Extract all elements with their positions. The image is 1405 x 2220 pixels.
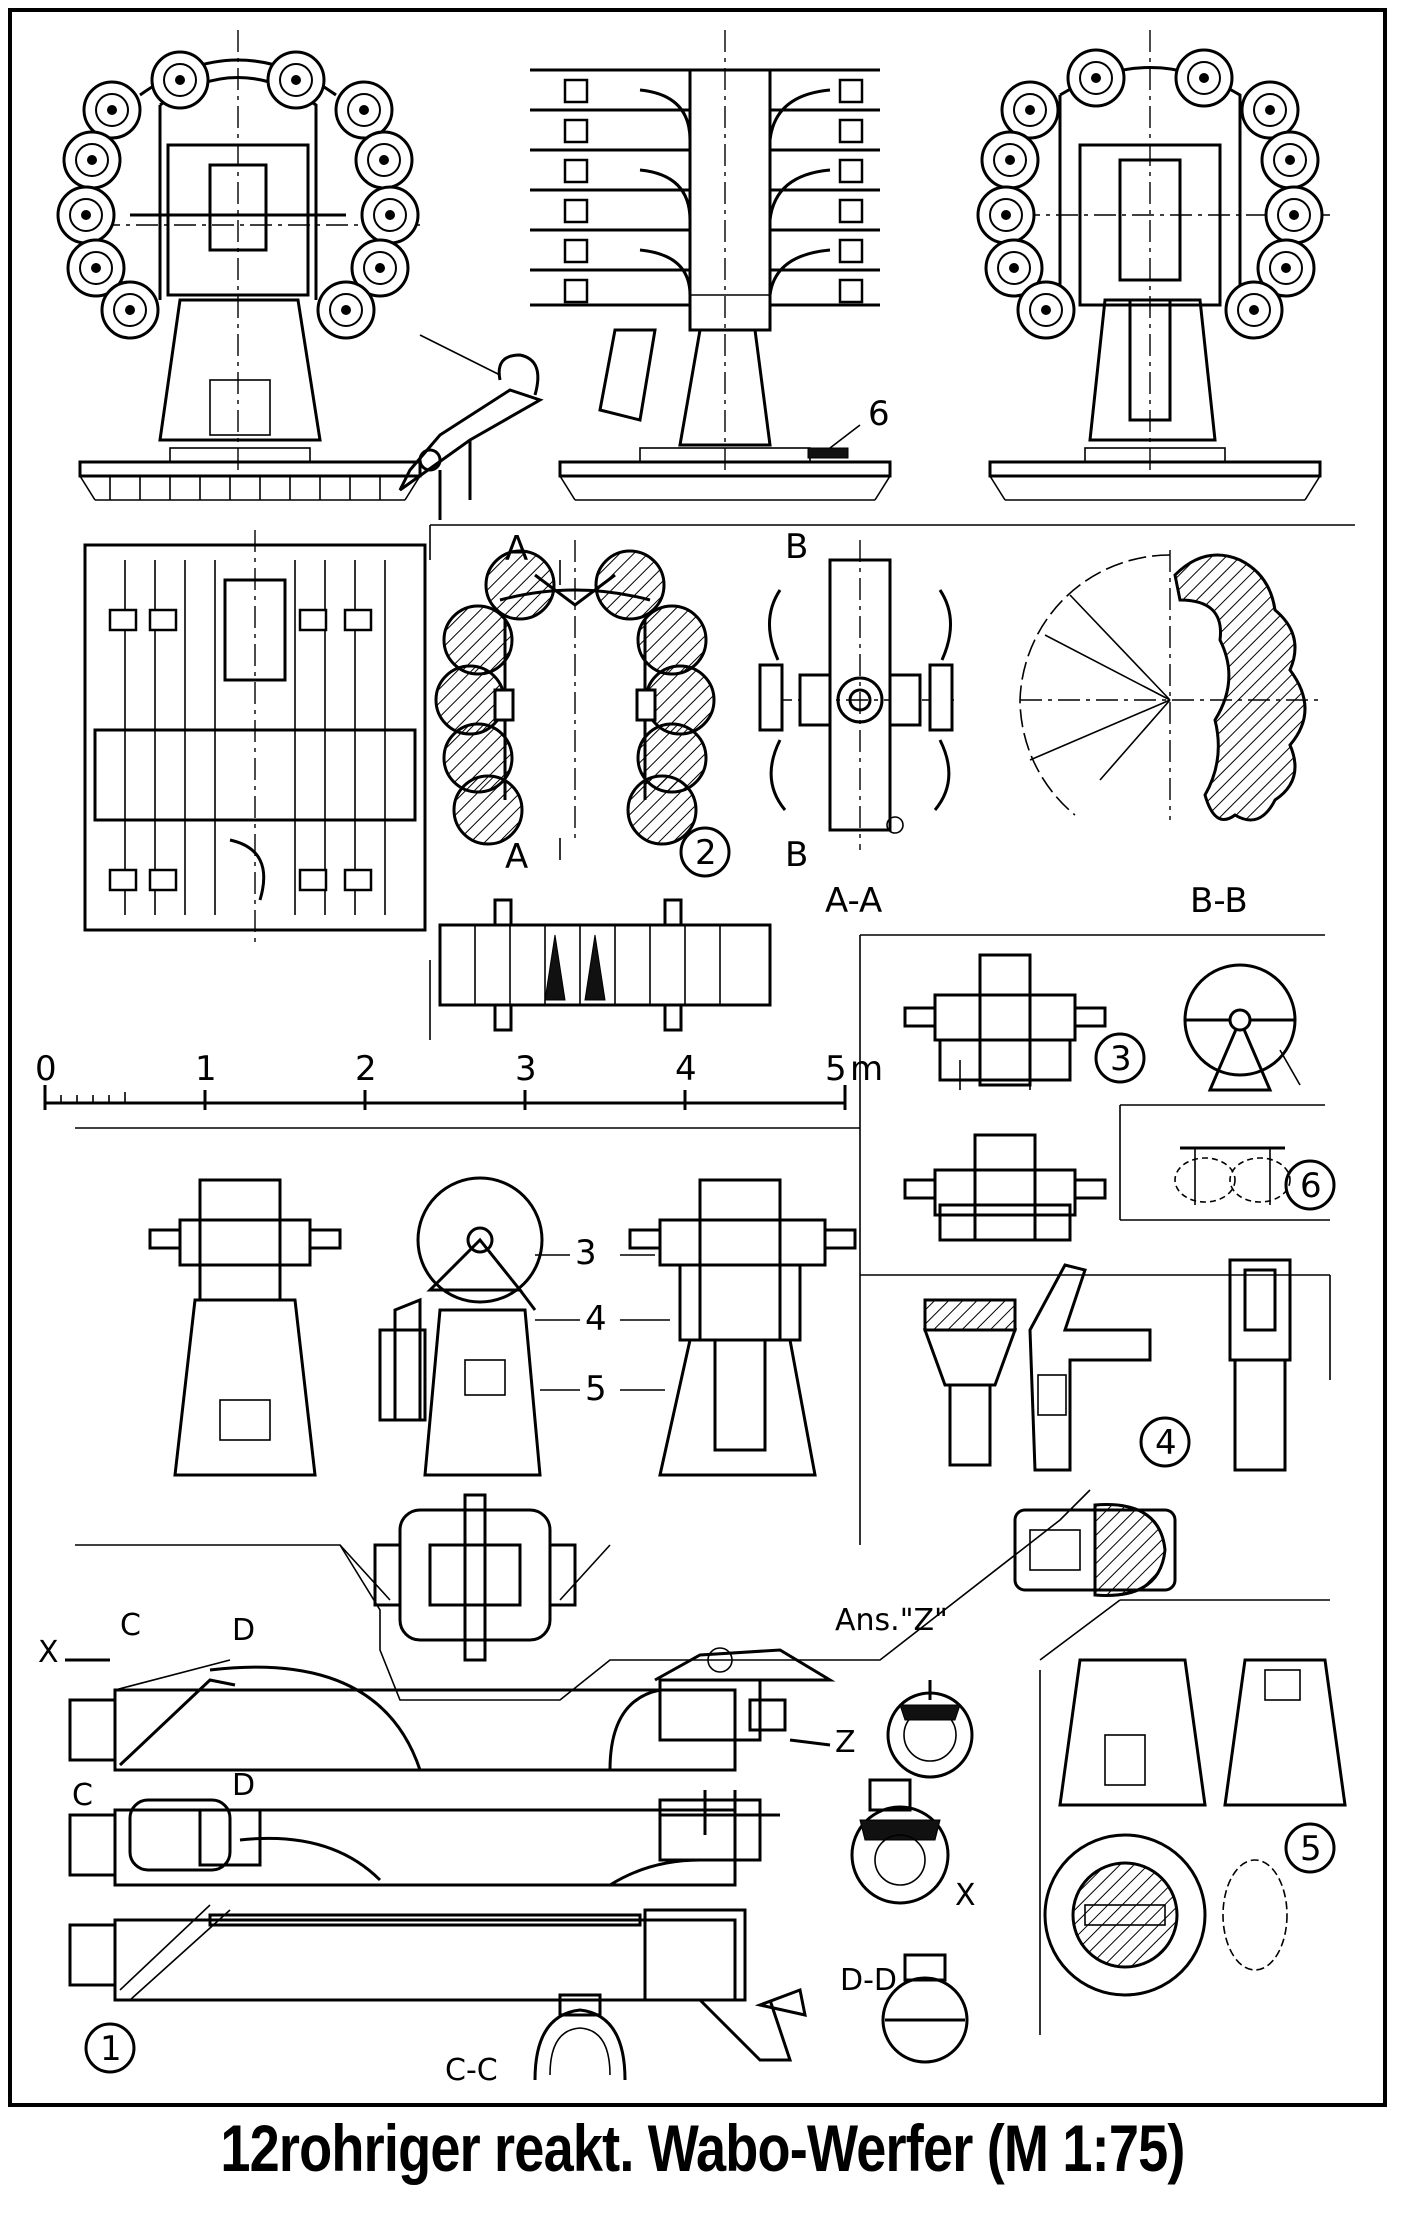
launch-tube-2 — [68, 1790, 780, 1887]
mount-assembly-rear — [620, 1178, 857, 1477]
callout-6-top: 6 — [868, 394, 890, 434]
section-a-bottom-label: A — [505, 837, 528, 877]
rear-elevation-view — [976, 30, 1330, 501]
section-bb-view — [1019, 550, 1320, 822]
launch-tube-1 — [68, 1647, 836, 1772]
callout-4: 4 — [585, 1299, 607, 1339]
launch-tube-3 — [68, 1904, 807, 2062]
callout-3: 3 — [575, 1233, 597, 1273]
section-a-top-label: A — [505, 529, 528, 569]
detail-2-frame — [429, 524, 1355, 1040]
detail-5-number: 5 — [1300, 1829, 1322, 1869]
detail-1-number: 1 — [100, 2029, 122, 2069]
scale-tick-4: 4 — [675, 1049, 697, 1089]
section-dd-title: D-D — [840, 1963, 897, 1998]
mount-assembly-front — [148, 1178, 342, 1477]
view-x-right-label: X — [955, 1878, 976, 1913]
view-x-section — [850, 1778, 950, 1905]
scale-unit: m — [850, 1049, 883, 1089]
view-x-left-label: X — [38, 1635, 59, 1670]
section-c-label-mid: C — [72, 1778, 93, 1813]
section-bb-title: B-B — [1190, 881, 1248, 921]
detail-3-pivot — [903, 953, 1301, 1092]
view-z-arrow — [789, 1738, 831, 1747]
mount-perspective-sketch — [398, 334, 544, 520]
section-b-top-label: B — [785, 527, 808, 567]
view-z-label: Z — [835, 1725, 856, 1760]
scale-tick-3: 3 — [515, 1049, 537, 1089]
side-elevation-view — [530, 30, 892, 501]
section-aa-view — [758, 540, 960, 850]
section-dd-view — [881, 1953, 969, 2064]
detail-4-number: 4 — [1155, 1423, 1177, 1463]
detail-5-circle — [1284, 1822, 1336, 1874]
detail-4-circle — [1139, 1416, 1191, 1468]
detail-6-circle — [1284, 1159, 1336, 1211]
tube-bundle-plan — [438, 898, 772, 1032]
view-ans-z-title: Ans."Z" — [835, 1603, 948, 1638]
detail-2-number: 2 — [695, 833, 717, 873]
scale-tick-2: 2 — [355, 1049, 377, 1089]
detail-3-circle — [1094, 1032, 1146, 1084]
scale-tick-1: 1 — [195, 1049, 217, 1089]
callout-5: 5 — [585, 1369, 607, 1409]
drawing-caption: 12rohriger reakt. Wabo-Werfer (M 1:75) — [220, 2111, 1185, 2185]
detail-4-joint — [922, 1258, 1292, 1597]
section-c-label-top: C — [120, 1608, 141, 1643]
sheet-border — [8, 8, 1387, 2107]
section-d-label-mid: D — [232, 1768, 255, 1803]
detail-3-number: 3 — [1110, 1039, 1132, 1079]
detail-5-pedestal — [1039, 1599, 1347, 1997]
section-b-bottom-label: B — [785, 835, 808, 875]
detail-1-frame — [75, 1489, 1091, 2035]
tube-ring-section — [434, 540, 716, 860]
section-aa-title: A-A — [825, 881, 882, 921]
scale-tick-0: 0 — [35, 1049, 57, 1089]
front-elevation-view — [56, 30, 422, 501]
detail-6-box — [1174, 1146, 1291, 1205]
detail-1-circle — [84, 2022, 136, 2074]
section-cc-title: C-C — [445, 2053, 498, 2088]
mount-assembly-side — [378, 1176, 544, 1477]
detail-6-number: 6 — [1300, 1166, 1322, 1206]
section-cc-view — [533, 1993, 627, 2081]
section-d-label-top: D — [232, 1613, 255, 1648]
mount-top-view — [339, 1493, 611, 1662]
scale-tick-5: 5 — [825, 1049, 847, 1089]
scale-bar — [43, 1085, 847, 1110]
view-z-section — [886, 1680, 974, 1779]
right-detail-frames — [75, 934, 1331, 1545]
detail-2-circle — [679, 826, 731, 878]
detail-3-lower — [903, 1133, 1107, 1242]
plan-view — [83, 530, 427, 945]
